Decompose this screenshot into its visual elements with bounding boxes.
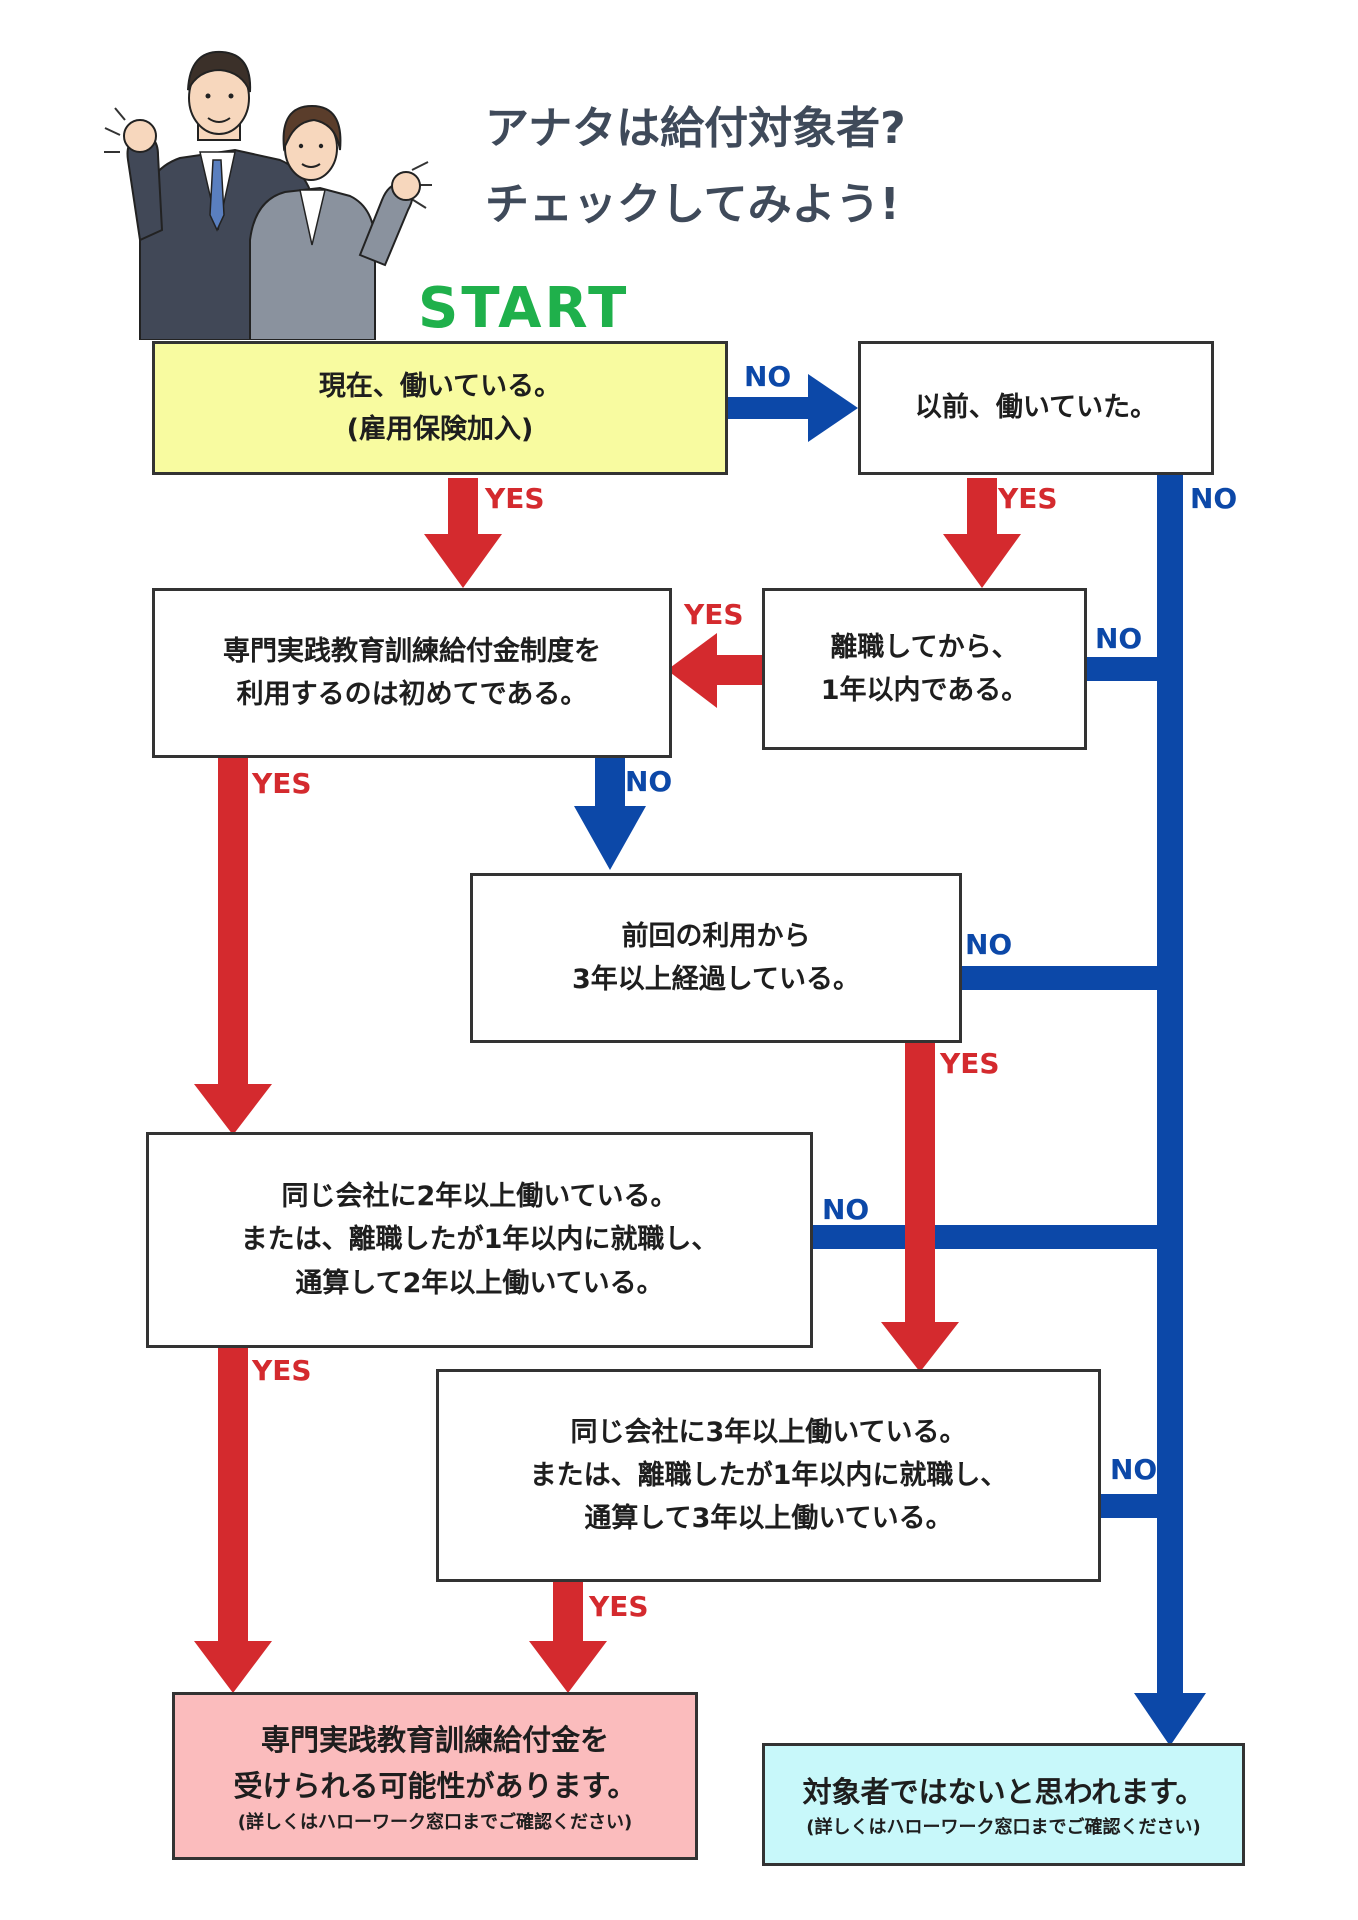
node-text: 利用するのは初めてである。 <box>236 679 588 710</box>
node-text: 離職してから、 <box>830 631 1019 663</box>
no-label: NO <box>1095 622 1143 655</box>
node-text: 以前、働いていた。 <box>914 392 1158 424</box>
title-line-2: チェックしてみよう! <box>485 179 900 230</box>
node-text: または、離職したが1年以内に就職し、 <box>240 1224 719 1256</box>
yes-connectors <box>194 478 1021 1693</box>
no-connectors <box>574 374 1206 1746</box>
yes-label: YES <box>940 1047 1000 1080</box>
sparkle-left-icon <box>104 107 126 153</box>
no-label: NO <box>1110 1453 1158 1486</box>
result-text: 専門実践教育訓練給付金を <box>260 1723 609 1758</box>
yes-arrow-shaft-5 <box>905 1042 935 1327</box>
result-text: 対象者ではないと思われます。 <box>802 1774 1205 1809</box>
node-worked-before: 以前、働いていた。 <box>858 341 1214 475</box>
yes-arrow-shaft-4 <box>218 758 248 1088</box>
node-first-time: 専門実践教育訓練給付金制度を 利用するのは初めてである。 <box>152 588 672 758</box>
no-label: NO <box>625 765 673 798</box>
yes-arrow-shaft-3 <box>715 655 763 685</box>
yes-arrow-shaft-2 <box>967 478 997 536</box>
yes-arrow-head-3 <box>667 633 717 708</box>
yes-arrow-head-7 <box>529 1641 607 1693</box>
no-branch-two-years <box>812 1225 1172 1249</box>
yes-label: YES <box>684 598 744 631</box>
yes-label: YES <box>252 767 312 800</box>
yes-arrow-shaft-1 <box>448 478 478 536</box>
result-note: (詳しくはハローワーク窓口までご確認ください) <box>237 1811 633 1833</box>
node-working-now: 現在、働いている。 (雇用保険加入) <box>152 341 728 475</box>
yes-arrow-head-5 <box>881 1322 959 1372</box>
yes-arrow-head-6 <box>194 1641 272 1693</box>
no-arrow-shaft-1 <box>728 397 808 419</box>
node-within-one-year: 離職してから、 1年以内である。 <box>762 588 1087 750</box>
no-branch-within-year <box>1087 657 1177 681</box>
no-arrow-shaft-first-time <box>595 758 625 808</box>
no-arrow-head-1 <box>808 374 858 442</box>
yes-label: YES <box>589 1590 649 1623</box>
node-two-years-same-company: 同じ会社に2年以上働いている。 または、離職したが1年以内に就職し、 通算して2… <box>146 1132 813 1348</box>
yes-label: YES <box>485 482 545 515</box>
node-text: または、離職したが1年以内に就職し、 <box>529 1459 1008 1491</box>
no-arrow-head-trunk <box>1134 1693 1206 1746</box>
node-three-years-same-company: 同じ会社に3年以上働いている。 または、離職したが1年以内に就職し、 通算して3… <box>436 1369 1101 1582</box>
node-text: 前回の利用から <box>621 920 811 952</box>
no-label: NO <box>744 360 792 393</box>
yes-label: YES <box>998 482 1058 515</box>
node-text: 専門実践教育訓練給付金制度を <box>223 635 601 667</box>
start-label: START <box>418 276 630 341</box>
no-branch-three-years-since <box>962 966 1172 990</box>
yes-arrow-shaft-6 <box>218 1347 248 1645</box>
node-text: 同じ会社に2年以上働いている。 <box>281 1181 678 1213</box>
no-label: NO <box>1190 482 1238 515</box>
no-label: NO <box>965 928 1013 961</box>
node-text: 3年以上経過している。 <box>572 964 860 995</box>
business-people-illustration <box>104 50 432 340</box>
no-branch-three-years <box>1100 1494 1172 1518</box>
node-text: 通算して3年以上働いている。 <box>584 1503 953 1535</box>
result-not-eligible: 対象者ではないと思われます。 (詳しくはハローワーク窓口までご確認ください) <box>762 1743 1245 1866</box>
result-eligible: 専門実践教育訓練給付金を 受けられる可能性があります。 (詳しくはハローワーク窓… <box>172 1692 698 1860</box>
result-text: 受けられる可能性があります。 <box>233 1769 637 1804</box>
yes-arrow-head-4 <box>194 1084 272 1135</box>
node-text: 同じ会社に3年以上働いている。 <box>570 1416 967 1448</box>
node-text: (雇用保険加入) <box>346 414 534 445</box>
yes-arrow-head-1 <box>424 534 502 588</box>
node-text: 現在、働いている。 <box>318 370 562 402</box>
node-three-years-since: 前回の利用から 3年以上経過している。 <box>470 873 962 1043</box>
yes-label: YES <box>252 1354 312 1387</box>
result-note: (詳しくはハローワーク窓口までご確認ください) <box>806 1817 1201 1839</box>
node-text: 通算して2年以上働いている。 <box>295 1267 664 1299</box>
node-text: 1年以内である。 <box>820 675 1029 706</box>
title-line-1: アナタは給付対象者? <box>485 103 906 154</box>
no-arrow-head-first-time <box>574 806 646 870</box>
no-label: NO <box>822 1193 870 1226</box>
yes-arrow-head-2 <box>943 534 1021 588</box>
yes-arrow-shaft-7 <box>553 1582 583 1644</box>
